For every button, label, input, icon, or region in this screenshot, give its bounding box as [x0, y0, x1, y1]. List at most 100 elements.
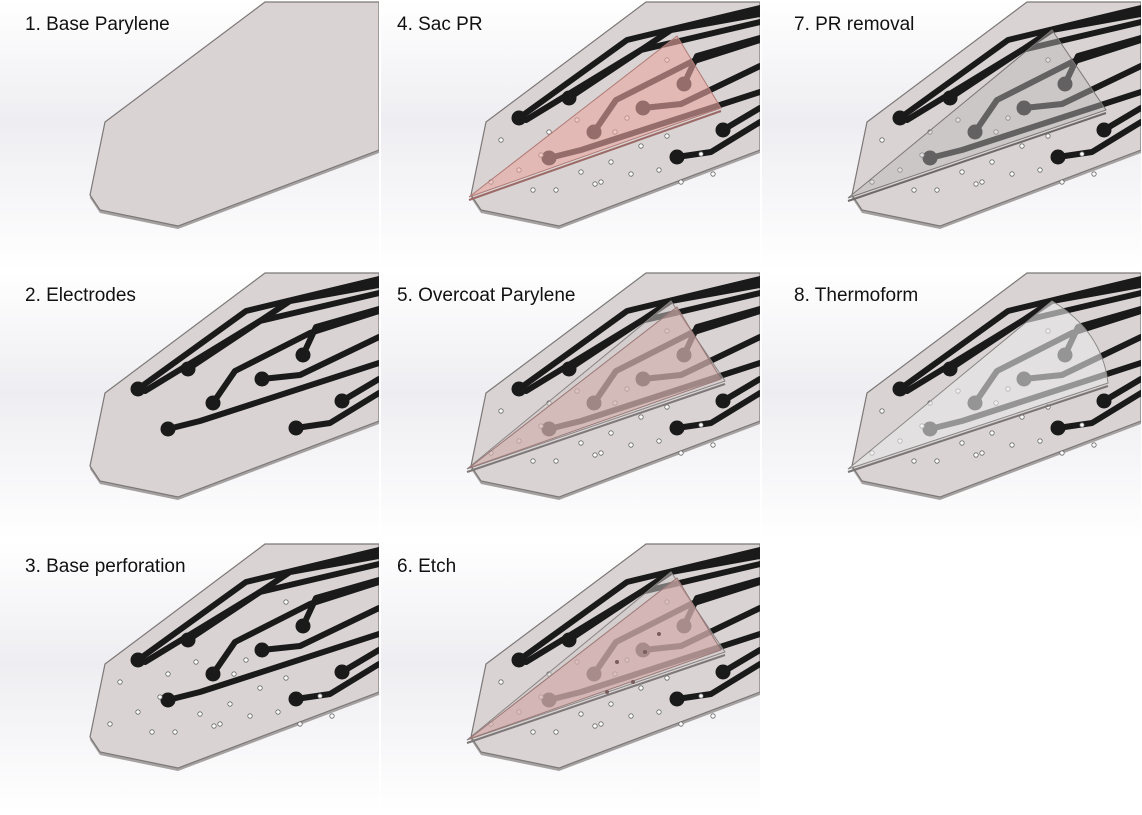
perforation-hole — [598, 179, 604, 185]
perforation-hole — [710, 171, 716, 177]
perforation-hole — [592, 181, 598, 187]
perforation-hole — [498, 679, 504, 685]
step-label: 1. Base Parylene — [25, 14, 170, 35]
perforation-hole — [1045, 57, 1051, 63]
electrode-trace — [516, 547, 760, 663]
device-stack — [468, 1, 760, 229]
electrode-pad — [561, 632, 577, 648]
step-panel-6: 6. Etch — [381, 542, 760, 812]
electrode-pad — [715, 393, 731, 409]
perforation-hole — [698, 693, 704, 699]
electrode-pad — [967, 124, 983, 140]
electrode-trace — [165, 360, 379, 432]
device-illustration — [0, 271, 379, 541]
perforation-hole — [247, 713, 253, 719]
step-panel-7: 7. PR removal — [762, 0, 1141, 270]
sac-edge — [847, 112, 1107, 202]
parylene-substrate — [89, 1, 379, 227]
perforation-hole — [664, 404, 670, 410]
step-panel-4: 4. Sac PR — [381, 0, 760, 270]
perforation-hole — [231, 671, 237, 677]
overcoat-edge — [466, 654, 726, 744]
device-illustration — [381, 0, 760, 270]
electrode-pad — [254, 371, 270, 387]
perforation-hole — [973, 181, 979, 187]
perforation-hole — [329, 713, 335, 719]
perforation-hole — [553, 729, 559, 735]
perforation-hole — [546, 129, 552, 135]
electrode-trace — [674, 661, 760, 702]
perforation-hole — [578, 711, 584, 717]
device-illustration — [762, 271, 1141, 541]
device-illustration — [762, 0, 1141, 270]
electrode-pad — [1096, 122, 1112, 138]
electrode-trace — [293, 390, 379, 431]
electrode-pad — [942, 361, 958, 377]
perforation-hole — [608, 430, 614, 436]
substrate-features — [869, 5, 1141, 193]
perforation-hole — [664, 675, 670, 681]
electrode-trace — [1062, 35, 1141, 87]
device-illustration — [381, 542, 760, 812]
perforation-hole — [656, 709, 662, 715]
perforation-hole — [1059, 450, 1065, 456]
electrode-pad — [288, 691, 304, 707]
electrode-pad — [254, 642, 270, 658]
perforation-hole — [698, 422, 704, 428]
perforation-hole — [897, 167, 903, 173]
etched-hole — [605, 690, 609, 694]
perforation-hole — [107, 721, 113, 727]
perforation-hole — [530, 458, 536, 464]
perforation-hole — [678, 721, 684, 727]
electrode-pad — [892, 381, 908, 397]
electrode-pad — [130, 652, 146, 668]
perforation-hole — [698, 151, 704, 157]
electrode-trace — [300, 306, 379, 358]
perforation-hole — [1037, 167, 1043, 173]
perforation-hole — [979, 179, 985, 185]
electrode-pad — [942, 90, 958, 106]
electrode-pad — [295, 618, 311, 634]
perforation-hole — [911, 458, 917, 464]
electrode-trace — [259, 334, 379, 382]
photoresist-edge — [468, 110, 722, 201]
perforation-hole — [656, 438, 662, 444]
perforation-hole — [1079, 422, 1085, 428]
perforation-hole — [1079, 151, 1085, 157]
electrode-pad — [669, 149, 685, 165]
device-stack — [89, 272, 379, 500]
perforation-hole — [592, 723, 598, 729]
perforation-hole — [1037, 438, 1043, 444]
perforation-hole — [598, 450, 604, 456]
perforation-hole — [217, 721, 223, 727]
perforation-hole — [1059, 179, 1065, 185]
perforation-hole — [638, 685, 644, 691]
perforation-hole — [989, 430, 995, 436]
perforation-hole — [656, 167, 662, 173]
electrode-pad — [561, 361, 577, 377]
perforation-hole — [959, 169, 965, 175]
perforation-hole — [135, 709, 141, 715]
perforation-hole — [879, 137, 885, 143]
electrode-pad — [130, 381, 146, 397]
electrode-pad — [288, 420, 304, 436]
electrode-pad — [334, 393, 350, 409]
step-label: 5. Overcoat Parylene — [397, 285, 576, 306]
electrode-pad — [669, 691, 685, 707]
device-illustration — [0, 542, 379, 812]
sac-edge — [847, 385, 1109, 473]
electrode-pad — [295, 347, 311, 363]
perforation-hole — [117, 679, 123, 685]
electrode-trace — [897, 5, 1141, 121]
perforation-hole — [1009, 442, 1015, 448]
perforation-hole — [638, 414, 644, 420]
substrate-features — [107, 547, 379, 735]
electrode-pad — [1016, 100, 1032, 116]
sacrificial-photoresist — [468, 35, 722, 198]
perforation-hole — [1019, 143, 1025, 149]
perforation-hole — [1005, 115, 1011, 121]
electrode-pad — [1050, 420, 1066, 436]
electrode-trace — [516, 276, 760, 392]
perforation-hole — [498, 408, 504, 414]
electrode-trace — [210, 308, 379, 406]
